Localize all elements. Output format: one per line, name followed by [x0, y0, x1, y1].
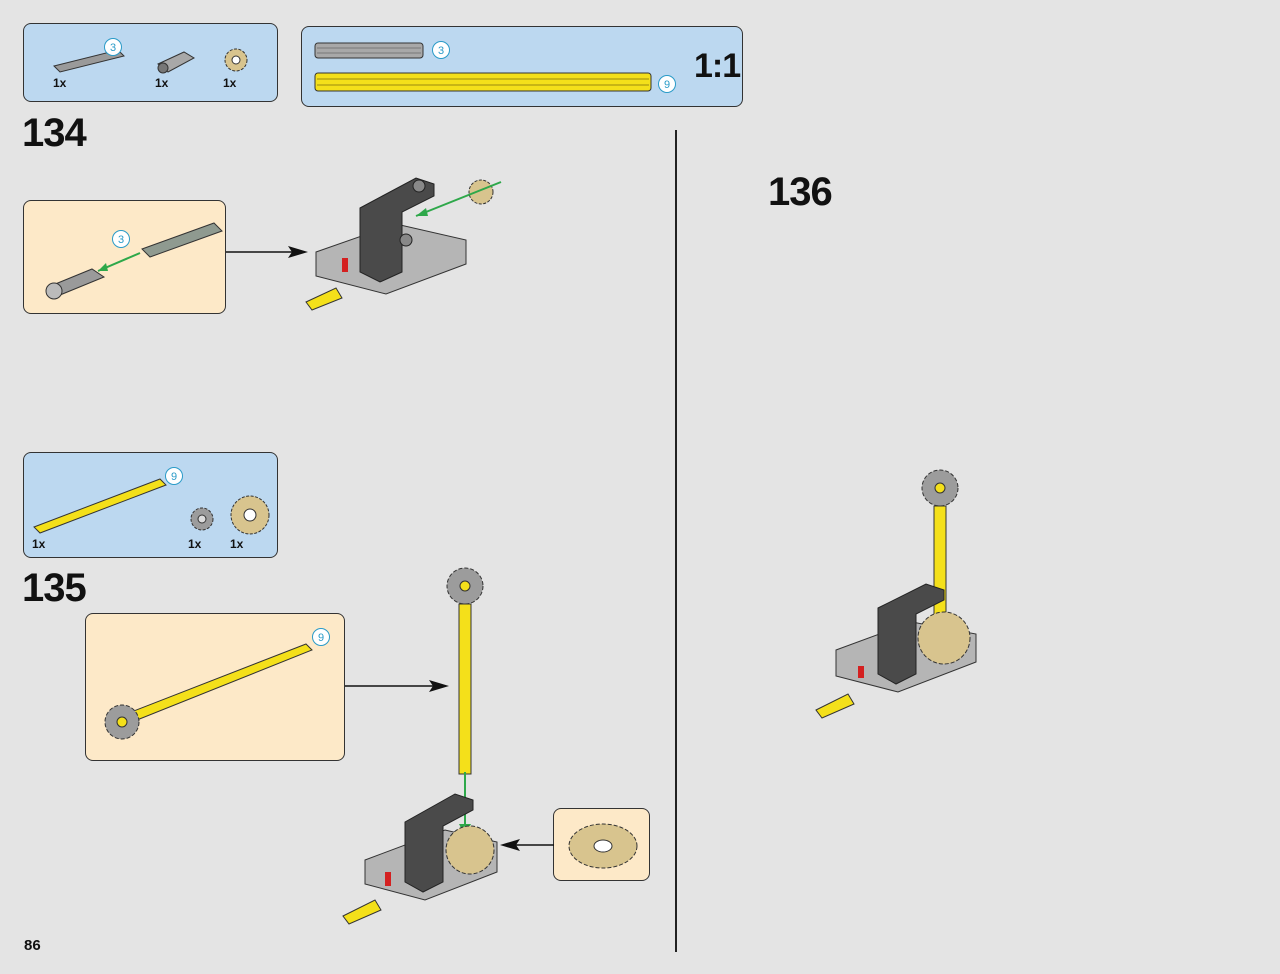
part-qty: 1x [155, 76, 169, 90]
step-134-subassembly: 3 [23, 200, 226, 314]
grey-connector-part [157, 51, 196, 74]
grey-axle-ruler [314, 42, 424, 59]
callout-arrow [500, 839, 554, 851]
subassembly-axle-gear [104, 643, 313, 740]
part-length-badge: 9 [165, 467, 183, 485]
part-qty: 1x [223, 76, 237, 90]
yellow-axle-part [33, 478, 167, 534]
part-qty: 1x [53, 76, 67, 90]
yellow-axle-ruler [314, 72, 652, 92]
step-number-135: 135 [22, 566, 87, 610]
step-135-gear-callout [553, 808, 650, 881]
part-length-badge: 3 [104, 38, 122, 56]
subassembly-length-badge: 3 [112, 230, 130, 248]
page-number: 86 [24, 937, 41, 954]
callout-arrow [226, 246, 308, 258]
tan-large-gear [568, 823, 638, 869]
length-badge-9: 9 [658, 75, 676, 93]
callout-arrow [345, 680, 449, 692]
step-number-134: 134 [22, 111, 87, 155]
step-number-136: 136 [768, 170, 833, 214]
part-qty: 1x [230, 537, 244, 551]
tan-large-gear-part [230, 495, 270, 535]
step-134-parts-list: 3 1x 1x 1x [23, 23, 278, 102]
part-qty: 1x [188, 537, 202, 551]
step-135-model [342, 567, 498, 925]
step-134-model [305, 177, 502, 311]
step-136-model [815, 469, 977, 719]
scale-ruler-box: 3 9 1:1 [301, 26, 743, 107]
subassembly-axle-connector [45, 222, 223, 300]
subassembly-length-badge: 9 [312, 628, 330, 646]
tan-gear-part [224, 48, 248, 72]
step-135-subassembly: 9 [85, 613, 345, 761]
step-135-parts-list: 9 1x 1x 1x [23, 452, 278, 558]
part-qty: 1x [32, 537, 46, 551]
length-badge-3: 3 [432, 41, 450, 59]
grey-axle-part [53, 49, 125, 73]
scale-label: 1:1 [694, 47, 741, 85]
page-divider [675, 130, 677, 952]
grey-gear-part [190, 507, 214, 531]
